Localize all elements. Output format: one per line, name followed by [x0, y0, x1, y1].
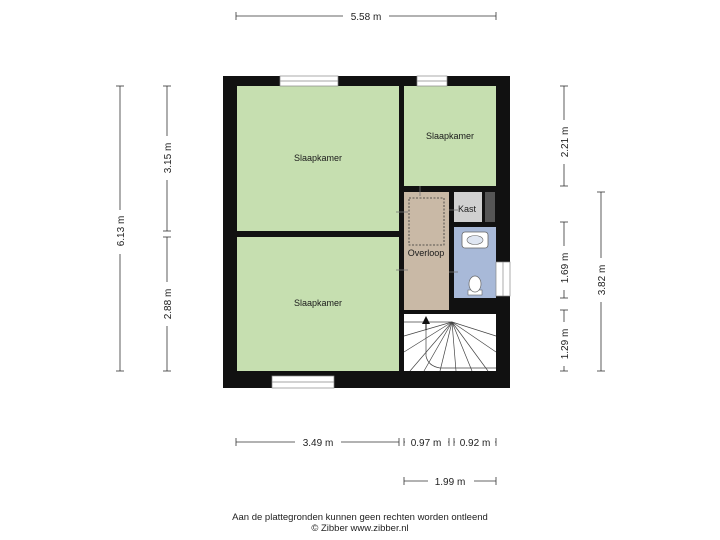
dim-bottom-b: 0.97 m: [411, 438, 442, 449]
room-label-bedroom-1: Slaapkamer: [294, 153, 342, 163]
room-bedroom-top-left: [237, 86, 399, 231]
room-closet: [454, 192, 482, 222]
dim-left-upper: 3.15 m: [163, 143, 174, 174]
footer-disclaimer: Aan de plattegronden kunnen geen rechten…: [232, 512, 488, 523]
room-label-landing: Overloop: [408, 248, 445, 258]
room-landing: [404, 192, 449, 310]
dim-left-lower: 2.88 m: [163, 289, 174, 320]
washbasin-bowl: [466, 235, 484, 245]
room-label-bedroom-3: Slaapkamer: [426, 131, 474, 141]
room-bedroom-top-right: [404, 86, 496, 186]
dim-left-total: 6.13 m: [116, 216, 127, 247]
stair-direction-arrow: [422, 316, 430, 324]
dim-right-middle: 1.69 m: [560, 253, 571, 284]
toilet-bowl: [468, 275, 482, 293]
dim-bottom-total: 1.99 m: [435, 477, 466, 488]
dim-bottom-c: 0.92 m: [460, 438, 491, 449]
door-marks: [396, 186, 458, 273]
dim-right-total: 3.82 m: [597, 265, 608, 296]
dim-top-total: 5.58 m: [351, 12, 382, 23]
stair-treads: [403, 321, 497, 372]
closet-shelf: [485, 192, 495, 222]
dim-bottom-a: 3.49 m: [303, 438, 334, 449]
room-label-closet: Kast: [458, 204, 477, 214]
dim-right-lower: 1.29 m: [560, 329, 571, 360]
attic-hatch: [408, 197, 445, 246]
room-label-bedroom-2: Slaapkamer: [294, 298, 342, 308]
footer-credit: © Zibber www.zibber.nl: [311, 523, 409, 534]
dim-right-upper: 2.21 m: [560, 127, 571, 158]
room-bedroom-bottom-left: [237, 237, 399, 371]
windows: [271, 75, 511, 389]
